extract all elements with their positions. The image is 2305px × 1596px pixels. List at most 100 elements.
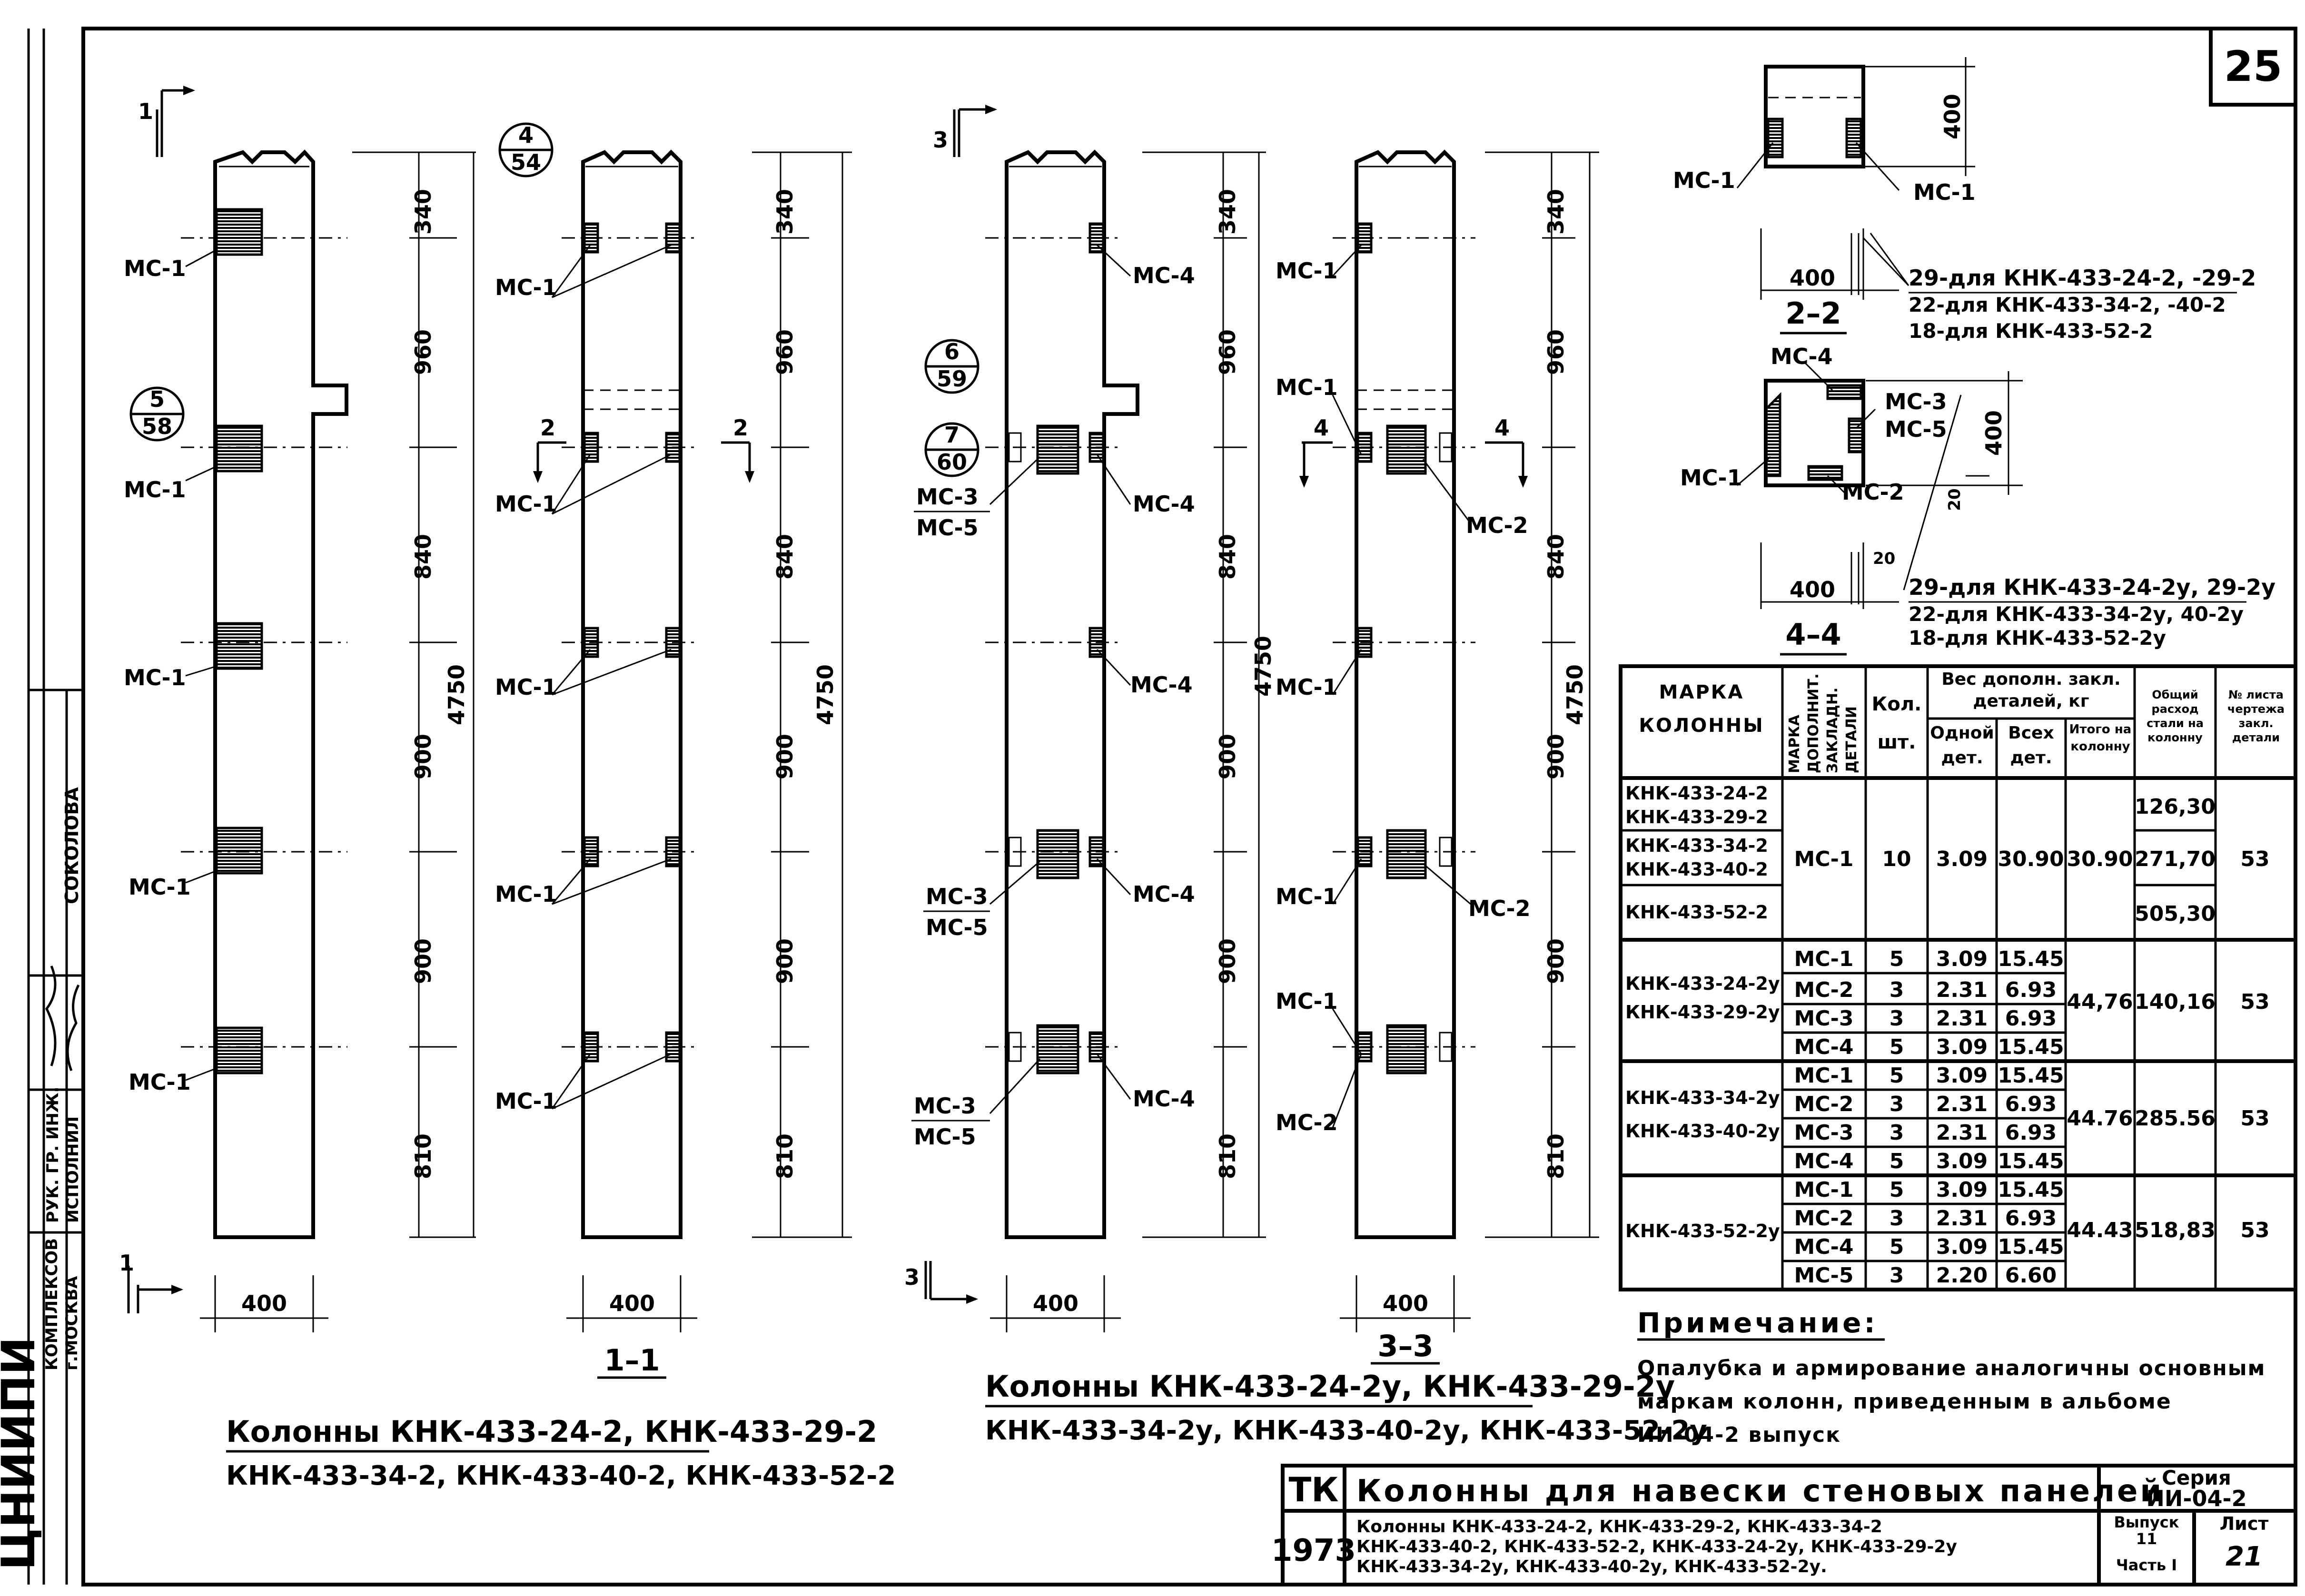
svg-text:3: 3	[1890, 1006, 1904, 1031]
tb-list-label: Лист	[2220, 1513, 2269, 1534]
svg-text:5: 5	[1890, 1035, 1904, 1059]
svg-text:КНК-433-24-2: КНК-433-24-2	[1625, 783, 1768, 804]
signature2	[66, 984, 80, 1071]
svg-text:МС-5: МС-5	[916, 515, 979, 541]
signature1	[45, 965, 57, 1066]
svg-text:2.31: 2.31	[1936, 978, 1988, 1002]
svg-text:44.43: 44.43	[2067, 1218, 2133, 1242]
svg-text:МС-5: МС-5	[1885, 416, 1947, 442]
svg-text:15.45: 15.45	[1998, 1149, 2064, 1173]
column-section-1: МС-1 МС-1 МС-1 МС-1 МС-1 2 2	[495, 149, 754, 1239]
callout-6-59: 6 59	[924, 339, 979, 394]
svg-text:58: 58	[142, 414, 172, 439]
svg-text:15.45: 15.45	[1998, 1035, 2064, 1059]
hdr-nomer: № листа чертежа закл. детали	[2227, 688, 2285, 744]
svg-text:КНК-433-52-2: КНК-433-52-2	[1625, 902, 1768, 923]
svg-text:МС-4: МС-4	[1133, 263, 1195, 288]
svg-text:960: 960	[410, 329, 436, 375]
svg-text:900: 900	[1215, 938, 1240, 984]
org-name: ЦНИИПИ	[0, 1337, 45, 1570]
svg-text:2.20: 2.20	[1936, 1263, 1988, 1288]
svg-text:МС-5: МС-5	[926, 915, 988, 940]
svg-text:810: 810	[410, 1133, 436, 1179]
svg-text:400: 400	[1790, 265, 1835, 291]
note-title: Примечание:	[1637, 1307, 1878, 1339]
svg-text:6.93: 6.93	[2005, 1121, 2057, 1145]
svg-text:МС-1: МС-1	[495, 881, 557, 907]
svg-text:400: 400	[1790, 577, 1835, 602]
svg-text:2: 2	[733, 415, 748, 441]
svg-text:4750: 4750	[812, 664, 838, 725]
svg-text:МС-1: МС-1	[1276, 884, 1338, 909]
svg-text:МС-2: МС-2	[1468, 896, 1531, 921]
title-block: ТК 1973 Колонны для навески стеновых пан…	[1271, 1464, 2297, 1586]
callout-5-58: 5 58	[129, 386, 185, 442]
svg-text:340: 340	[1215, 189, 1240, 235]
svg-text:126,30: 126,30	[2135, 795, 2216, 819]
svg-text:МС-1: МС-1	[1794, 947, 1854, 971]
svg-text:5: 5	[1890, 1235, 1904, 1259]
svg-text:29-для КНК-433-24-2, -29-2: 29-для КНК-433-24-2, -29-2	[1909, 265, 2256, 291]
svg-text:МС-2: МС-2	[1466, 512, 1528, 538]
tb-main-title: Колонны для навески стеновых панелей	[1356, 1474, 2164, 1509]
svg-text:КНК-433-34-2у: КНК-433-34-2у	[1625, 1087, 1780, 1108]
svg-text:КНК-433-29-2у: КНК-433-29-2у	[1625, 1002, 1780, 1023]
section-label-3-3: 3–3	[1377, 1329, 1433, 1363]
cut-mark-1-top: 1	[138, 86, 195, 157]
svg-text:960: 960	[1215, 329, 1240, 375]
section-label-4-4: 4–4	[1785, 617, 1841, 652]
svg-text:МС-4: МС-4	[1133, 491, 1195, 517]
svg-text:840: 840	[772, 534, 798, 580]
svg-text:20: 20	[1873, 549, 1895, 568]
svg-text:МС-1: МС-1	[1794, 847, 1854, 871]
svg-text:МС-1: МС-1	[1794, 1064, 1854, 1088]
hdr-kol: Кол. шт.	[1871, 693, 1922, 753]
detail-table: МАРКА КОЛОННЫ МАРКА ДОПОЛНИТ. ЗАКЛАДН. Д…	[1619, 664, 2297, 1291]
svg-text:5: 5	[1890, 1149, 1904, 1173]
svg-text:МС-1: МС-1	[1673, 167, 1735, 193]
svg-text:МС-1: МС-1	[495, 491, 557, 517]
table-group-2: КНК-433-24-2у КНК-433-29-2у МС-1 5 3.09 …	[1625, 947, 2270, 1059]
section-2-2: МС-1 МС-1 400 400 2–2 29-для КНК-433-24-…	[1673, 57, 2256, 343]
hdr-dop: МАРКА	[1786, 714, 1803, 773]
svg-text:МС-1: МС-1	[1276, 258, 1338, 284]
tb-seria-label: Серия	[2162, 1466, 2231, 1489]
svg-text:840: 840	[410, 534, 436, 580]
svg-text:3: 3	[1890, 1092, 1904, 1116]
svg-text:900: 900	[1543, 938, 1569, 984]
svg-text:29-для КНК-433-24-2у, 29-2у: 29-для КНК-433-24-2у, 29-2у	[1909, 574, 2275, 600]
svg-text:140,16: 140,16	[2135, 990, 2216, 1014]
table-group-3: КНК-433-34-2у КНК-433-40-2у МС-1 5 3.09 …	[1625, 1064, 2270, 1173]
svg-text:900: 900	[410, 734, 436, 779]
svg-text:6.93: 6.93	[2005, 1006, 2057, 1031]
svg-text:6.93: 6.93	[2005, 1092, 2057, 1116]
svg-text:ДЕТАЛИ: ДЕТАЛИ	[1843, 706, 1860, 773]
hdr-vseh: Всех дет.	[2008, 723, 2054, 768]
svg-text:18-для КНК-433-52-2: 18-для КНК-433-52-2	[1909, 319, 2153, 343]
svg-text:60: 60	[937, 449, 967, 475]
svg-text:МС-4: МС-4	[1794, 1035, 1854, 1059]
svg-text:285.56: 285.56	[2135, 1106, 2216, 1131]
svg-text:960: 960	[1543, 329, 1569, 375]
section-label-1-1: 1–1	[604, 1343, 660, 1378]
svg-text:2.31: 2.31	[1936, 1121, 1988, 1145]
svg-text:3: 3	[933, 127, 948, 153]
svg-text:ЗАКЛАДН.: ЗАКЛАДН.	[1824, 688, 1841, 773]
svg-text:3.09: 3.09	[1936, 1035, 1988, 1059]
svg-text:900: 900	[772, 938, 798, 984]
svg-text:900: 900	[410, 938, 436, 984]
svg-text:6: 6	[944, 339, 960, 365]
svg-text:400: 400	[1981, 410, 2007, 456]
svg-text:4750: 4750	[1562, 664, 1588, 725]
svg-text:3: 3	[1890, 1206, 1904, 1231]
column-section-3: МС-1 МС-1 МС-1 МС-1 МС-1 МС-2 МС-2 МС-2 …	[1276, 149, 1531, 1239]
tb-chast: Часть I	[2116, 1556, 2177, 1574]
view-3-3: 3 МС-4 МС-4 М	[904, 105, 1707, 1446]
svg-text:МС-1: МС-1	[495, 674, 557, 700]
svg-text:МС-2: МС-2	[1842, 479, 1904, 505]
sheet-number: 25	[2224, 42, 2282, 91]
tb-vypusk-value: 11	[2136, 1530, 2157, 1548]
svg-text:840: 840	[1215, 534, 1240, 580]
svg-text:МС-1: МС-1	[129, 1069, 191, 1095]
